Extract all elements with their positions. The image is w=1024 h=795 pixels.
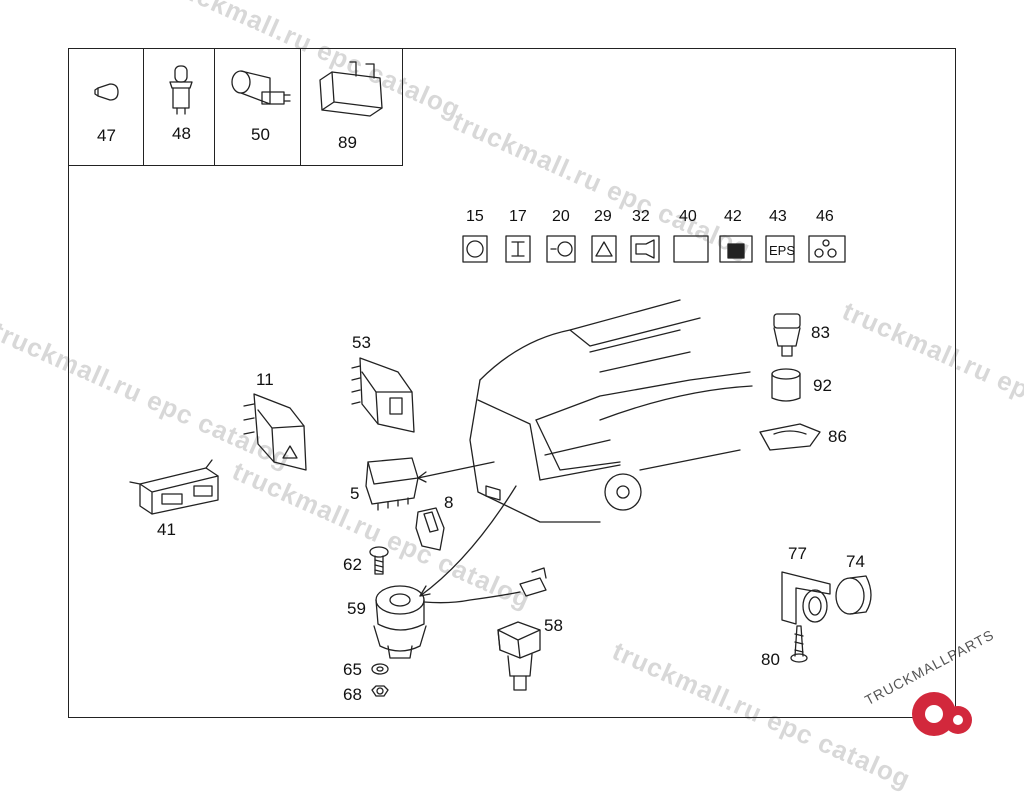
parking-brake-icon[interactable] — [462, 235, 488, 263]
lens-74[interactable] — [835, 575, 872, 615]
label-68[interactable]: 68 — [343, 685, 362, 704]
arrow-to-59 — [419, 485, 517, 597]
horn-icon[interactable] — [630, 235, 660, 263]
label-62[interactable]: 62 — [343, 555, 362, 574]
label-86[interactable]: 86 — [828, 427, 847, 446]
icon-label-40[interactable]: 40 — [679, 208, 697, 225]
part-box-47 — [68, 48, 144, 166]
label-89[interactable]: 89 — [338, 133, 357, 152]
label-47[interactable]: 47 — [97, 126, 116, 145]
part-box-48 — [143, 48, 215, 166]
icon-label-29[interactable]: 29 — [594, 208, 612, 225]
part-box-89 — [300, 48, 403, 166]
ignition-lock-59[interactable] — [373, 567, 547, 659]
label-83[interactable]: 83 — [811, 323, 830, 342]
label-74[interactable]: 74 — [846, 552, 865, 571]
label-53[interactable]: 53 — [352, 333, 371, 352]
icon-label-42[interactable]: 42 — [724, 208, 742, 225]
display-panel-41[interactable] — [129, 459, 219, 515]
bulb-83[interactable] — [773, 313, 801, 357]
brand-logo: TRUCKMALLPARTS — [858, 626, 1024, 750]
label-58[interactable]: 58 — [544, 616, 563, 635]
label-77[interactable]: 77 — [788, 544, 807, 563]
arrow-to-5 — [417, 461, 495, 483]
lamp-holder-58[interactable] — [497, 621, 541, 691]
label-8[interactable]: 8 — [444, 493, 454, 512]
diagram-frame — [68, 48, 956, 718]
label-92[interactable]: 92 — [813, 376, 832, 395]
label-5[interactable]: 5 — [350, 484, 360, 503]
nut-68[interactable] — [371, 685, 389, 697]
icon-label-43[interactable]: 43 — [769, 208, 787, 225]
label-11[interactable]: 11 — [256, 370, 274, 389]
icon-label-17[interactable]: 17 — [509, 208, 527, 225]
bracket-77[interactable] — [781, 571, 831, 625]
eps-icon[interactable] — [765, 235, 795, 263]
bus-drawing — [469, 299, 751, 523]
retarder-icon[interactable] — [546, 235, 576, 263]
connector-8[interactable] — [415, 507, 445, 551]
clip-86[interactable] — [759, 423, 821, 451]
diagram-drawing: EPS — [94, 61, 872, 697]
socket-50-icon[interactable] — [231, 70, 291, 105]
label-80[interactable]: 80 — [761, 650, 780, 669]
screw-80[interactable] — [790, 625, 808, 663]
icon-label-20[interactable]: 20 — [552, 208, 570, 225]
brand-gear-icon — [912, 692, 972, 736]
leader-92 — [599, 385, 753, 421]
screw-62[interactable] — [369, 546, 389, 575]
label-41[interactable]: 41 — [157, 520, 176, 539]
part-box-50 — [214, 48, 301, 166]
label-65[interactable]: 65 — [343, 660, 362, 679]
label-59[interactable]: 59 — [347, 599, 366, 618]
eps-text: EPS — [769, 243, 795, 258]
hazard-switch-11[interactable] — [243, 393, 307, 471]
icon-label-46[interactable]: 46 — [816, 208, 834, 225]
washer-65[interactable] — [371, 663, 389, 675]
icon-label-32[interactable]: 32 — [632, 208, 650, 225]
cap-92[interactable] — [771, 368, 801, 402]
icon-label-15[interactable]: 15 — [466, 208, 484, 225]
clip-89-icon[interactable] — [319, 61, 383, 117]
asr-icon[interactable] — [505, 235, 531, 263]
bulb-47-icon[interactable] — [94, 83, 119, 101]
bulb-48-icon[interactable] — [169, 65, 193, 115]
switch-53[interactable] — [351, 357, 415, 433]
blank-switch-icon[interactable] — [673, 235, 709, 263]
gears-icon[interactable] — [808, 235, 846, 263]
hazard-triangle-icon[interactable] — [591, 235, 617, 263]
label-48[interactable]: 48 — [172, 124, 191, 143]
label-50[interactable]: 50 — [251, 125, 270, 144]
lock-icon[interactable] — [719, 235, 753, 263]
switch-5[interactable] — [365, 457, 419, 511]
